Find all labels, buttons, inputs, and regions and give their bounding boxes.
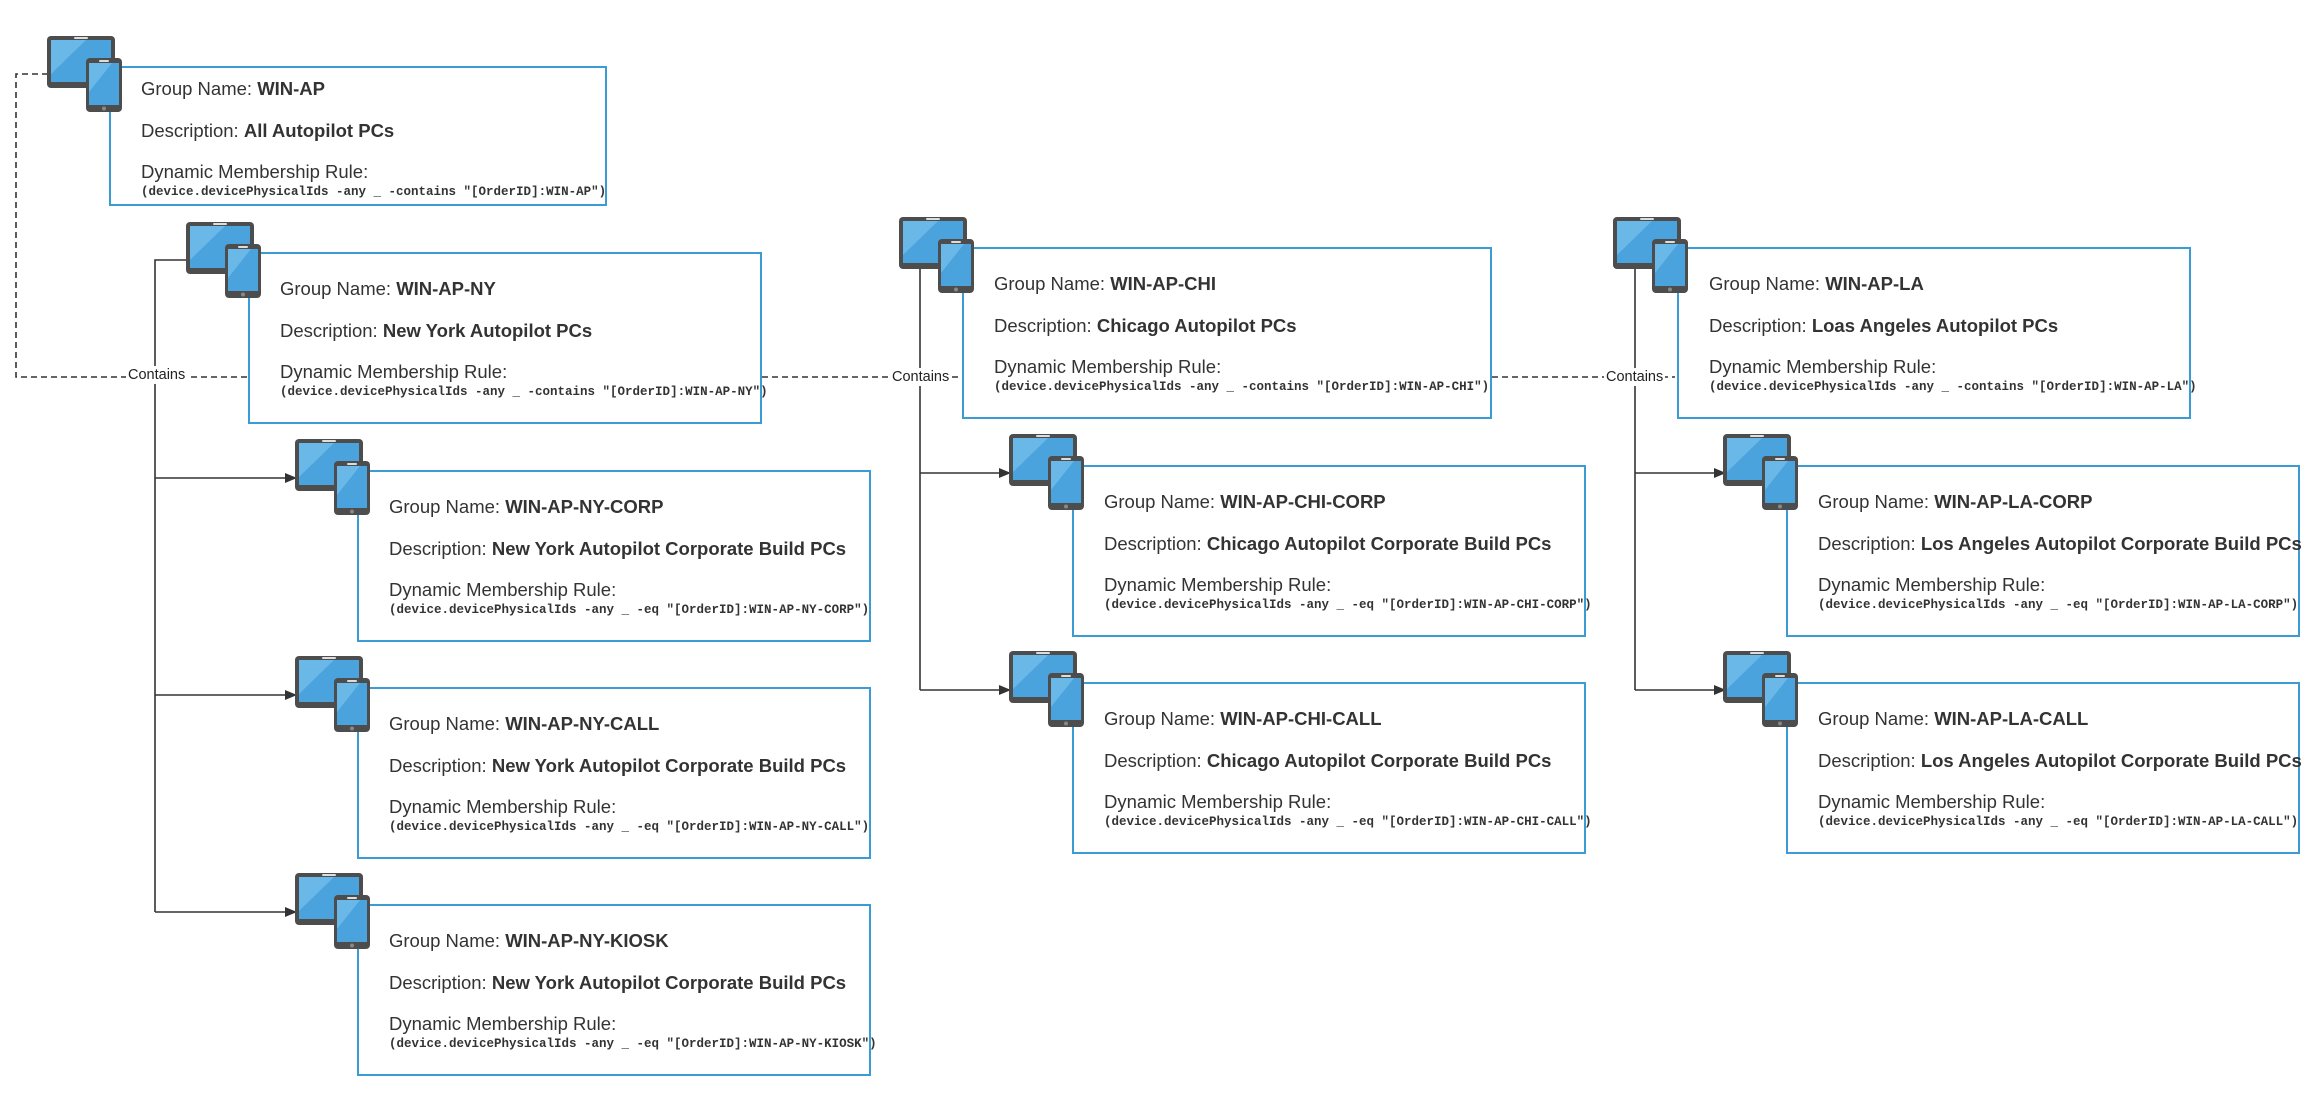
description-row: Description: New York Autopilot Corporat…: [389, 972, 847, 993]
group-description: New York Autopilot Corporate Build PCs: [491, 538, 847, 559]
group-name-row: Group Name: WIN-AP: [141, 78, 326, 99]
group-name: WIN-AP-NY-CALL: [505, 713, 660, 734]
rule-label: Dynamic Membership Rule:: [1104, 574, 1332, 595]
laptop-tablet-icon: [1612, 215, 1692, 295]
group-name-row: Group Name: WIN-AP-CHI-CALL: [1104, 708, 1382, 729]
group-card-win-ap-chi[interactable]: Group Name: WIN-AP-CHI Description: Chic…: [962, 247, 1492, 419]
membership-rule: (device.devicePhysicalIds -any _ -eq "[O…: [1104, 815, 1592, 829]
group-name-row: Group Name: WIN-AP-NY-CALL: [389, 713, 660, 734]
group-name: WIN-AP-LA-CALL: [1934, 708, 2089, 729]
rule-label: Dynamic Membership Rule:: [1709, 356, 1937, 377]
laptop-tablet-icon: [1008, 649, 1088, 729]
laptop-tablet-icon: [294, 654, 374, 734]
group-card-win-ap-ny-kiosk[interactable]: Group Name: WIN-AP-NY-KIOSK Description:…: [357, 904, 877, 1076]
group-description: Chicago Autopilot PCs: [1096, 315, 1297, 336]
group-name-row: Group Name: WIN-AP-NY-CORP: [389, 496, 664, 517]
group-card-win-ap-ny[interactable]: Group Name: WIN-AP-NY Description: New Y…: [248, 252, 768, 424]
group-card-win-ap-ny-call[interactable]: Group Name: WIN-AP-NY-CALL Description: …: [357, 687, 871, 859]
group-description: Los Angeles Autopilot Corporate Build PC…: [1920, 533, 2302, 554]
rule-label: Dynamic Membership Rule:: [1818, 791, 2046, 812]
group-name: WIN-AP-LA: [1825, 273, 1924, 294]
group-description: All Autopilot PCs: [243, 120, 395, 141]
laptop-tablet-icon: [185, 220, 265, 300]
rule-label: Dynamic Membership Rule:: [389, 579, 617, 600]
description-row: Description: Los Angeles Autopilot Corpo…: [1818, 533, 2302, 554]
group-card-win-ap-chi-corp[interactable]: Group Name: WIN-AP-CHI-CORP Description:…: [1072, 465, 1592, 637]
group-card-win-ap-ny-corp[interactable]: Group Name: WIN-AP-NY-CORP Description: …: [357, 470, 871, 642]
rule-label: Dynamic Membership Rule:: [1104, 791, 1332, 812]
group-name: WIN-AP-CHI-CALL: [1220, 708, 1382, 729]
group-name: WIN-AP-CHI: [1110, 273, 1217, 294]
membership-rule: (device.devicePhysicalIds -any _ -eq "[O…: [389, 1037, 877, 1051]
membership-rule: (device.devicePhysicalIds -any _ -eq "[O…: [1104, 598, 1592, 612]
group-name-row: Group Name: WIN-AP-NY: [280, 278, 496, 299]
group-name-row: Group Name: WIN-AP-LA-CALL: [1818, 708, 2089, 729]
rule-label: Dynamic Membership Rule:: [389, 796, 617, 817]
contains-label-ny: Contains: [126, 366, 188, 384]
group-card-win-ap-la[interactable]: Group Name: WIN-AP-LA Description: Loas …: [1677, 247, 2197, 419]
group-card-win-ap-chi-call[interactable]: Group Name: WIN-AP-CHI-CALL Description:…: [1072, 682, 1592, 854]
group-description: Loas Angeles Autopilot PCs: [1811, 315, 2059, 336]
group-name: WIN-AP: [257, 78, 326, 99]
description-row: Description: All Autopilot PCs: [141, 120, 395, 141]
rule-label: Dynamic Membership Rule:: [280, 361, 508, 382]
laptop-tablet-icon: [1008, 432, 1088, 512]
group-name-row: Group Name: WIN-AP-CHI-CORP: [1104, 491, 1386, 512]
membership-rule: (device.devicePhysicalIds -any _ -contai…: [1709, 380, 2197, 394]
description-row: Description: New York Autopilot PCs: [280, 320, 593, 341]
membership-rule: (device.devicePhysicalIds -any _ -eq "[O…: [389, 820, 870, 834]
membership-rule: (device.devicePhysicalIds -any _ -contai…: [141, 185, 607, 199]
contains-label-chi: Contains: [890, 368, 952, 386]
rule-label: Dynamic Membership Rule:: [1818, 574, 2046, 595]
membership-rule: (device.devicePhysicalIds -any _ -contai…: [994, 380, 1490, 394]
group-card-win-ap[interactable]: Group Name: WIN-AP Description: All Auto…: [109, 66, 607, 206]
group-name-row: Group Name: WIN-AP-LA-CORP: [1818, 491, 2093, 512]
description-row: Description: New York Autopilot Corporat…: [389, 538, 847, 559]
membership-rule: (device.devicePhysicalIds -any _ -eq "[O…: [1818, 598, 2299, 612]
group-description: New York Autopilot Corporate Build PCs: [491, 755, 847, 776]
membership-rule: (device.devicePhysicalIds -any _ -eq "[O…: [389, 603, 870, 617]
description-row: Description: Loas Angeles Autopilot PCs: [1709, 315, 2059, 336]
group-name: WIN-AP-NY: [396, 278, 496, 299]
group-description: Chicago Autopilot Corporate Build PCs: [1206, 533, 1552, 554]
laptop-tablet-icon: [1722, 432, 1802, 512]
laptop-tablet-icon: [1722, 649, 1802, 729]
laptop-tablet-icon: [294, 437, 374, 517]
group-name: WIN-AP-CHI-CORP: [1220, 491, 1386, 512]
group-name: WIN-AP-NY-CORP: [505, 496, 664, 517]
description-row: Description: New York Autopilot Corporat…: [389, 755, 847, 776]
description-row: Description: Los Angeles Autopilot Corpo…: [1818, 750, 2302, 771]
group-card-win-ap-la-call[interactable]: Group Name: WIN-AP-LA-CALL Description: …: [1786, 682, 2302, 854]
description-row: Description: Chicago Autopilot Corporate…: [1104, 750, 1552, 771]
group-name-row: Group Name: WIN-AP-CHI: [994, 273, 1217, 294]
group-name-row: Group Name: WIN-AP-LA: [1709, 273, 1924, 294]
rule-label: Dynamic Membership Rule:: [389, 1013, 617, 1034]
membership-rule: (device.devicePhysicalIds -any _ -eq "[O…: [1818, 815, 2299, 829]
group-name: WIN-AP-LA-CORP: [1934, 491, 2093, 512]
rule-label: Dynamic Membership Rule:: [994, 356, 1222, 377]
description-row: Description: Chicago Autopilot Corporate…: [1104, 533, 1552, 554]
solid-connector-ny-trunk: [154, 259, 188, 912]
group-description: Chicago Autopilot Corporate Build PCs: [1206, 750, 1552, 771]
group-card-win-ap-la-corp[interactable]: Group Name: WIN-AP-LA-CORP Description: …: [1786, 465, 2302, 637]
group-description: Los Angeles Autopilot Corporate Build PC…: [1920, 750, 2302, 771]
contains-label-la: Contains: [1604, 368, 1666, 386]
laptop-tablet-icon: [898, 215, 978, 295]
group-description: New York Autopilot PCs: [382, 320, 593, 341]
laptop-tablet-icon: [294, 871, 374, 951]
membership-rule: (device.devicePhysicalIds -any _ -contai…: [280, 385, 768, 399]
group-description: New York Autopilot Corporate Build PCs: [491, 972, 847, 993]
description-row: Description: Chicago Autopilot PCs: [994, 315, 1297, 336]
group-name-row: Group Name: WIN-AP-NY-KIOSK: [389, 930, 669, 951]
laptop-tablet-icon: [46, 34, 126, 114]
rule-label: Dynamic Membership Rule:: [141, 161, 369, 182]
group-name: WIN-AP-NY-KIOSK: [505, 930, 669, 951]
